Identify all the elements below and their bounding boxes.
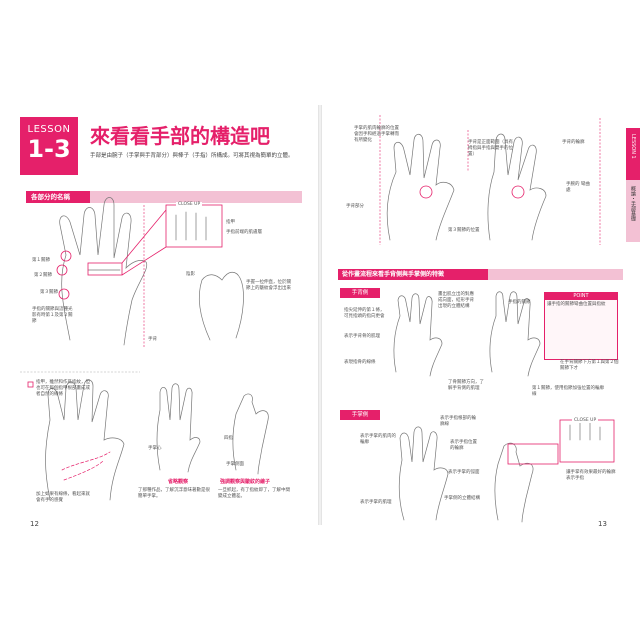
lesson-badge: LESSON 1-3 [20,117,78,175]
label-mid-center: 手背是正面範圍（具有拇指與手指與雙手的位置） [468,140,513,157]
side-tab-topic: 概論・手部基礎 [626,180,640,242]
palm-note-2: 表示手指根部的輪廓線 [440,416,476,427]
label-back-hand: 手掌側面 [226,462,244,467]
back-note-1: 指尖延伸的第１條，可見指頭的指向更會 [344,308,385,319]
label-joint2: 第２關節 [34,273,52,278]
back-note-2: 表示手背骨的肌理 [344,334,380,339]
label-left-side: 手背部分 [346,204,364,209]
side-tab-lesson: LESSON 1 [626,128,640,180]
closeup-label-right: CLOSE UP [572,418,599,423]
page-number-right: 13 [598,520,607,528]
left-page [0,0,320,640]
back-note-4: 畫出肌立出的對應成向面，結形手背出現的立體結構 [438,292,474,309]
label-back-left: 手掌的肌肉輪廓的位置會因手和經過手掌轉而有所變化 [354,126,399,143]
page-subtitle: 手部是由腕子（手掌與手背部分）與棒子（手指）所構成。可將其視為簡單的立體。 [90,153,294,159]
label-palm-bottom-note: 加上如果有線條，看起來就會有手的感覺 [36,492,90,503]
section-title-features: 從作畫流程來看手背側與手掌側的特徵 [342,271,445,278]
label-shadow: 陰影 [186,272,195,277]
side-tab-topic-text: 概論・手部基礎 [630,186,636,221]
back-side-label: 手背側 [340,288,380,298]
note-fold: 了那種作品，了解沉浮意味著數是很簡單手掌。 [138,488,210,499]
palm-note-1: 表示手掌的肌肉的輪廓 [360,434,396,445]
point-box: POINT 讓手指的關節彎曲位置與指紋 [544,292,618,360]
label-wrist-hand: 四指 [224,436,233,441]
palm-note-5: 表示手掌的肌理 [360,500,392,505]
palm-note-6: 手掌側的立體結構 [444,496,480,501]
page-title: 來看看手部的構造吧 [90,124,270,148]
point-note: 在手背關節下方第１與第２個關節下才 [560,360,619,371]
book-spine [318,105,322,525]
note-curve: 一旦抓起，有了指紋即了，了解中間變成立體差。 [218,488,290,499]
palm-side-label: 手掌側 [340,410,380,420]
back-note-6: 手指的關節 [508,300,531,305]
back-note-5: 了骨關節方向，了解手背側的肌理 [448,380,484,391]
point-head: POINT [545,293,617,300]
palm-note-4: 表示手掌的弧面 [448,470,480,475]
label-joint1: 第１關節 [32,258,50,263]
back-note-3: 表現指骨的線條 [344,360,376,365]
point-text: 讓手指的關節彎曲位置與指紋 [547,302,606,307]
label-finger-skin: 手指前端的肌膚層 [226,230,262,235]
lesson-number: 1-3 [27,135,71,163]
label-back: 手背 [148,337,157,342]
label-finger-note: 手指的關節與這種光影有時第１及第２關節 [32,307,73,324]
section-title-parts: 各部分的名稱 [31,193,70,201]
back-note-7: 第１關節，使用指節加強位置的輪廓線 [532,386,604,397]
label-palm-lines-note: 指甲，雖然和作爲指紋，但也可在每個指甲根部畫成或者自然的線條 [36,380,90,397]
label-bottom: 第３關節的位置 [448,228,480,233]
label-joint3: 第３關節 [40,290,58,295]
label-fist-note: 手握一拉伸直，位於關節上的皺紋會浮出出來 [246,280,291,291]
section-bar-features: 從作畫流程來看手背側與手掌側的特徵 [338,269,623,280]
caption-palm: 省略觀察 [168,479,189,485]
label-palm-center: 手掌心 [148,446,162,451]
label-right-side: 手腕的 彎曲處 [566,182,590,193]
closeup-note-right: 讓手掌有效果最好的輪廓表示手指 [566,470,616,481]
palm-note-3: 表示手指位置的輪廓 [450,440,477,451]
side-tab-lesson-text: LESSON 1 [630,134,636,159]
caption-side: 強調觀察與皺紋的繪子 [220,479,271,485]
section-bar-parts: 各部分的名稱 [26,191,302,203]
closeup-label-left: CLOSE UP [176,202,203,207]
label-nail: 指甲 [226,220,235,225]
lesson-label: LESSON [27,124,71,135]
label-right-tip: 手背的輪廓 [562,140,585,145]
page-number-left: 12 [30,520,39,528]
